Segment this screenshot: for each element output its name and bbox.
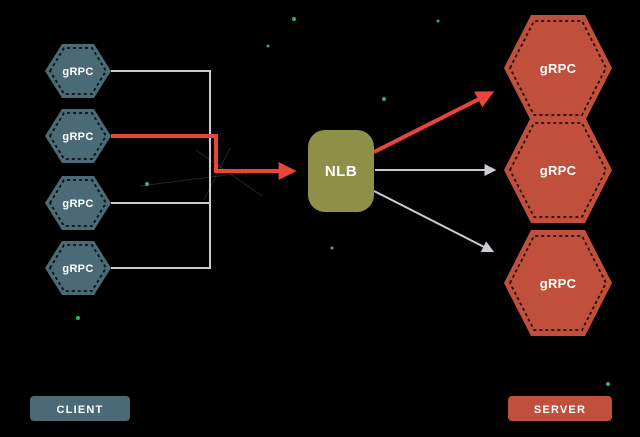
highlighted-response-path	[373, 91, 495, 154]
client-node-3: gRPC	[45, 176, 111, 230]
server-node-3: gRPC	[504, 230, 612, 336]
server-node-2: gRPC	[504, 117, 612, 223]
client-badge-label: CLIENT	[57, 404, 104, 416]
arrow-to-server-3	[373, 190, 495, 253]
nlb-label: NLB	[325, 163, 357, 180]
highlighted-request-path	[111, 134, 297, 180]
client-node-1-label: gRPC	[62, 66, 93, 78]
server-badge: SERVER	[508, 396, 612, 421]
nlb-box: NLB	[308, 130, 374, 212]
server-node-2-label: gRPC	[540, 163, 577, 178]
server-node-1-label: gRPC	[540, 61, 577, 76]
client-node-4: gRPC	[45, 241, 111, 295]
client-node-1: gRPC	[45, 44, 111, 98]
client-badge: CLIENT	[30, 396, 130, 421]
client-node-3-label: gRPC	[62, 198, 93, 210]
client-connector-lines	[111, 70, 211, 269]
nlb-outgoing-arrows	[373, 91, 497, 253]
client-node-2: gRPC	[45, 109, 111, 163]
server-node-3-label: gRPC	[540, 276, 577, 291]
server-node-1: gRPC	[504, 15, 612, 121]
server-badge-label: SERVER	[534, 404, 586, 416]
client-node-4-label: gRPC	[62, 263, 93, 275]
client-node-2-label: gRPC	[62, 131, 93, 143]
